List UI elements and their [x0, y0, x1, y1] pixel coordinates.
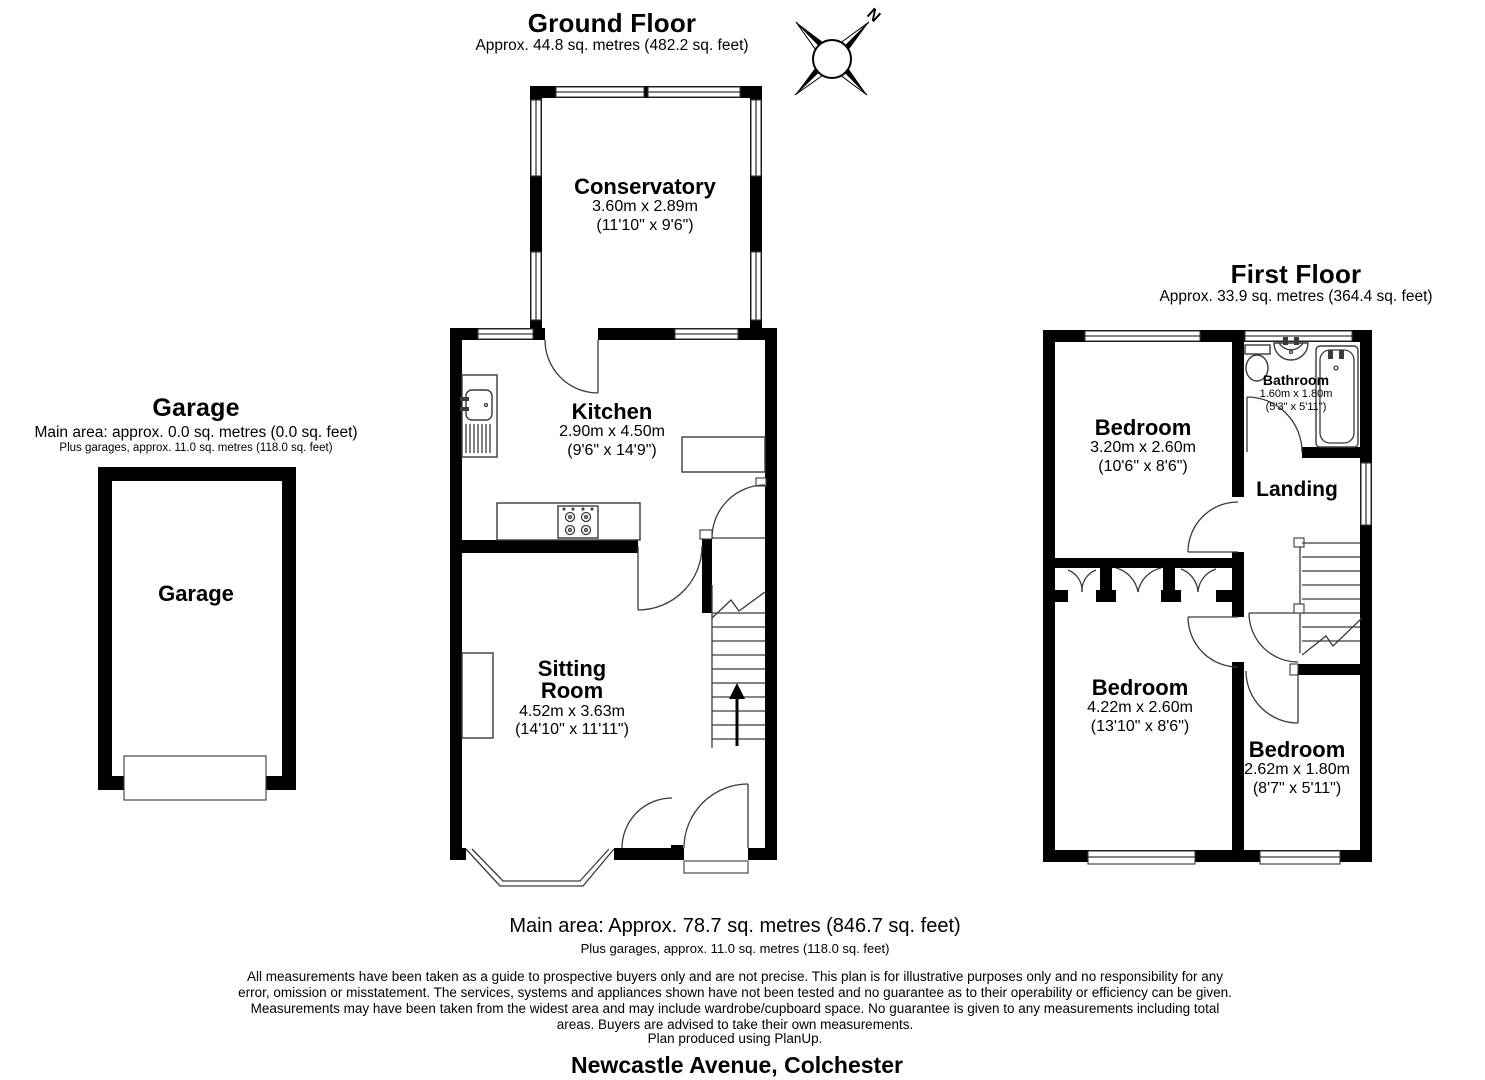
room-dims-metric: 3.20m x 2.60m: [1090, 439, 1196, 457]
conservatory-label: Conservatory 3.60m x 2.89m (11'10" x 9'6…: [574, 174, 716, 235]
bathroom-label: Bathroom 1.60m x 1.80m (5'3" x 5'11"): [1260, 373, 1333, 414]
bedroom-left-label: Bedroom 4.22m x 2.60m (13'10" x 8'6"): [1087, 675, 1193, 736]
first-floor-plan: [1043, 330, 1372, 865]
total-main-area: Main area: Approx. 78.7 sq. metres (846.…: [509, 915, 961, 937]
total-garage-area: Plus garages, approx. 11.0 sq. metres (1…: [580, 941, 890, 956]
ground-floor-plan: [450, 86, 777, 887]
room-dims-metric: 2.90m x 4.50m: [559, 423, 665, 441]
garage-room-label: Garage: [158, 581, 234, 606]
bedroom-left-door: [1187, 616, 1239, 668]
kitchen-hall-door: [637, 545, 703, 611]
room-dims-imperial: (13'10" x 8'6"): [1090, 717, 1190, 735]
room-name: Bedroom: [1091, 675, 1189, 700]
fireplace: [461, 652, 494, 739]
staircase: [711, 585, 766, 748]
room-name: Garage: [158, 581, 234, 606]
toilet: [1244, 344, 1271, 382]
bedroom-right-label: Bedroom 2.62m x 1.80m (8'7" x 5'11"): [1244, 737, 1350, 798]
garage-door: [123, 755, 267, 801]
room-dims-imperial: (14'10" x 11'11"): [515, 720, 629, 738]
bedroom-top-label: Bedroom 3.20m x 2.60m (10'6" x 8'6"): [1090, 415, 1196, 476]
kitchen-sink-unit: [460, 374, 498, 458]
bathtub: [1315, 345, 1359, 448]
front-door: [683, 783, 749, 874]
room-dims-imperial: (9'6" x 14'9"): [567, 441, 657, 459]
room-dims-imperial: (11'10" x 9'6"): [596, 216, 694, 234]
basin: [1273, 337, 1309, 361]
room-name: Bedroom: [1094, 415, 1192, 440]
room-name: Bedroom: [1248, 737, 1346, 762]
room-dims-metric: 1.60m x 1.80m: [1259, 387, 1333, 400]
property-address: Newcastle Avenue, Colchester: [571, 1052, 903, 1078]
room-dims-metric: 4.52m x 3.63m: [519, 702, 625, 720]
room-name: Kitchen: [571, 399, 653, 424]
first-floor-windows: [1084, 330, 1372, 865]
kitchen-label: Kitchen 2.90m x 4.50m (9'6" x 14'9"): [559, 399, 665, 460]
room-dims-imperial: (5'3" x 5'11"): [1265, 400, 1327, 413]
bay-window: [465, 848, 615, 887]
landing-stairs-door: [1248, 612, 1299, 663]
room-dims-imperial: (10'6" x 8'6"): [1098, 457, 1188, 475]
ground-floor-area: Approx. 44.8 sq. metres (482.2 sq. feet): [475, 37, 749, 54]
wardrobes: [1067, 567, 1217, 593]
room-dims-imperial: (8'7" x 5'11"): [1252, 779, 1342, 797]
bedroom-right-door: [1245, 663, 1299, 724]
kitchen-side-counter: [681, 436, 766, 473]
room-dims-metric: 2.62m x 1.80m: [1244, 761, 1350, 779]
first-floor-title: First Floor: [1230, 259, 1362, 289]
conservatory-kitchen-door: [544, 328, 599, 394]
sitting-room-label: Sitting Room 4.52m x 3.63m (14'10" x 11'…: [515, 656, 629, 739]
room-name: Conservatory: [574, 174, 716, 199]
sitting-room-door: [621, 797, 673, 849]
room-dims-metric: 4.22m x 2.60m: [1087, 699, 1193, 717]
produced-by-text: Plan produced using PlanUp.: [647, 1031, 823, 1046]
disclaimer-text: All measurements have been taken as a gu…: [238, 969, 1232, 1032]
garage-main-area: Main area: approx. 0.0 sq. metres (0.0 s…: [34, 424, 358, 441]
room-name-line1: Sitting: [537, 656, 607, 681]
ground-floor-title: Ground Floor: [527, 8, 697, 38]
first-floor-area: Approx. 33.9 sq. metres (364.4 sq. feet): [1159, 288, 1433, 305]
garage-plan: [98, 467, 296, 801]
room-name-line2: Room: [540, 678, 604, 704]
bedroom-top-door: [1187, 501, 1239, 553]
kitchen-hob-counter: [496, 436, 766, 541]
garage-walls: [98, 467, 296, 790]
hall-door: [699, 477, 767, 540]
room-name: Landing: [1256, 478, 1338, 501]
compass-north-label: N: [863, 5, 883, 25]
garage-plus-area: Plus garages, approx. 11.0 sq. metres (1…: [59, 442, 333, 454]
garage-title: Garage: [152, 394, 240, 422]
compass-icon: N: [794, 5, 883, 96]
bathroom-door: [1246, 396, 1303, 453]
conservatory-windows: [530, 86, 762, 321]
landing-label: Landing: [1256, 478, 1338, 501]
room-dims-metric: 3.60m x 2.89m: [592, 198, 698, 216]
kitchen-windows: [477, 328, 739, 340]
compass-star: [794, 21, 870, 96]
room-name: Bathroom: [1262, 372, 1330, 388]
staircase-upper: [1293, 537, 1363, 656]
